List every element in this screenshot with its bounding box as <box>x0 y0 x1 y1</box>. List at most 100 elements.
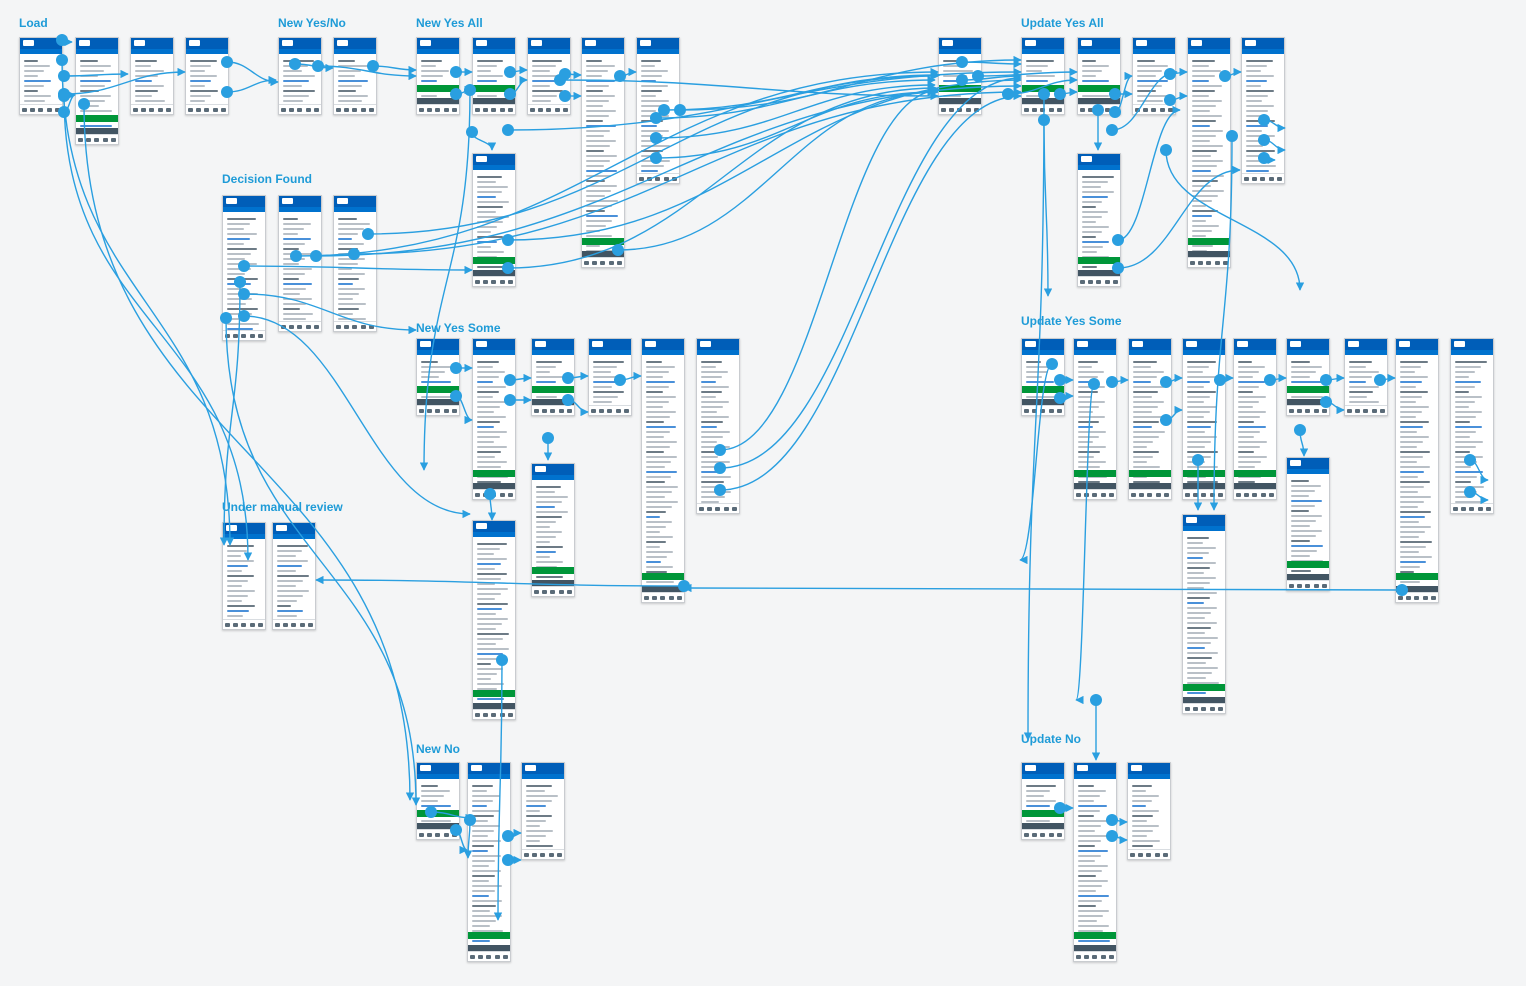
app-screen-thumbnail[interactable] <box>472 520 516 720</box>
tab-icon[interactable] <box>77 137 83 142</box>
tab-icon[interactable] <box>1164 492 1170 497</box>
tab-icon[interactable] <box>1048 107 1054 112</box>
tab-icon[interactable] <box>1214 260 1220 265</box>
tab-icon[interactable] <box>723 506 729 511</box>
tab-icon[interactable] <box>1288 583 1294 588</box>
app-screen-thumbnail[interactable] <box>1073 762 1117 962</box>
tab-icon[interactable] <box>474 712 480 717</box>
tab-icon[interactable] <box>1380 408 1386 413</box>
tab-icon[interactable] <box>1363 408 1369 413</box>
app-screen-thumbnail[interactable] <box>1395 338 1439 603</box>
bottom-tab-bar[interactable] <box>1074 951 1116 961</box>
tab-icon[interactable] <box>474 107 480 112</box>
tab-icon[interactable] <box>563 107 569 112</box>
tab-icon[interactable] <box>1355 408 1361 413</box>
hotspot-marker[interactable] <box>956 74 968 86</box>
tab-icon[interactable] <box>1184 492 1190 497</box>
app-screen-thumbnail[interactable] <box>130 37 174 115</box>
tab-icon[interactable] <box>435 832 441 837</box>
bottom-tab-bar[interactable] <box>417 405 459 415</box>
hotspot-marker[interactable] <box>1258 134 1270 146</box>
hotspot-marker[interactable] <box>504 88 516 100</box>
tab-icon[interactable] <box>289 324 295 329</box>
tab-icon[interactable] <box>1048 408 1054 413</box>
tab-icon[interactable] <box>469 954 475 959</box>
hotspot-marker[interactable] <box>956 56 968 68</box>
bottom-tab-bar[interactable] <box>334 104 376 114</box>
tab-icon[interactable] <box>249 333 255 338</box>
hotspot-marker[interactable] <box>1226 130 1238 142</box>
tab-icon[interactable] <box>1075 492 1081 497</box>
app-screen-thumbnail[interactable] <box>1073 338 1117 500</box>
tab-icon[interactable] <box>546 107 552 112</box>
tab-icon[interactable] <box>1252 176 1258 181</box>
bottom-tab-bar[interactable] <box>1451 503 1493 513</box>
tab-icon[interactable] <box>435 408 441 413</box>
tab-icon[interactable] <box>1305 583 1311 588</box>
hotspot-marker[interactable] <box>1106 124 1118 136</box>
tab-icon[interactable] <box>499 492 505 497</box>
tab-icon[interactable] <box>224 333 230 338</box>
tab-icon[interactable] <box>308 622 314 627</box>
tab-icon[interactable] <box>204 107 210 112</box>
hotspot-marker[interactable] <box>559 90 571 102</box>
tab-icon[interactable] <box>289 107 295 112</box>
bottom-tab-bar[interactable] <box>1078 276 1120 286</box>
tab-icon[interactable] <box>542 589 548 594</box>
tab-icon[interactable] <box>297 107 303 112</box>
hotspot-marker[interactable] <box>1112 234 1124 246</box>
tab-icon[interactable] <box>1040 408 1046 413</box>
tab-icon[interactable] <box>1032 107 1038 112</box>
tab-icon[interactable] <box>1260 176 1266 181</box>
tab-icon[interactable] <box>196 107 202 112</box>
tab-icon[interactable] <box>1096 279 1102 284</box>
bottom-tab-bar[interactable] <box>582 257 624 267</box>
tab-icon[interactable] <box>715 506 721 511</box>
hotspot-marker[interactable] <box>502 854 514 866</box>
hotspot-marker[interactable] <box>1054 88 1066 100</box>
tab-icon[interactable] <box>1406 595 1412 600</box>
hotspot-marker[interactable] <box>1038 88 1050 100</box>
tab-icon[interactable] <box>499 279 505 284</box>
tab-icon[interactable] <box>957 107 963 112</box>
tab-icon[interactable] <box>21 107 27 112</box>
tab-icon[interactable] <box>1322 408 1328 413</box>
tab-icon[interactable] <box>1201 492 1207 497</box>
tab-icon[interactable] <box>1168 107 1174 112</box>
hotspot-marker[interactable] <box>450 390 462 402</box>
hotspot-marker[interactable] <box>678 580 690 592</box>
tab-icon[interactable] <box>508 279 514 284</box>
tab-icon[interactable] <box>86 137 92 142</box>
tab-icon[interactable] <box>1100 492 1106 497</box>
tab-icon[interactable] <box>224 622 230 627</box>
bottom-tab-bar[interactable] <box>642 592 684 602</box>
tab-icon[interactable] <box>1138 852 1144 857</box>
tab-icon[interactable] <box>533 408 539 413</box>
tab-icon[interactable] <box>508 712 514 717</box>
bottom-tab-bar[interactable] <box>223 619 265 629</box>
app-screen-thumbnail[interactable] <box>1182 514 1226 714</box>
tab-icon[interactable] <box>299 622 305 627</box>
tab-icon[interactable] <box>1243 176 1249 181</box>
tab-icon[interactable] <box>508 492 514 497</box>
tab-icon[interactable] <box>1104 107 1110 112</box>
tab-icon[interactable] <box>1092 954 1098 959</box>
hotspot-marker[interactable] <box>496 654 508 666</box>
hotspot-marker[interactable] <box>312 60 324 72</box>
hotspot-marker[interactable] <box>1294 424 1306 436</box>
hotspot-marker[interactable] <box>554 74 566 86</box>
tab-icon[interactable] <box>280 107 286 112</box>
bottom-tab-bar[interactable] <box>1287 580 1329 590</box>
tab-icon[interactable] <box>1461 506 1467 511</box>
hotspot-marker[interactable] <box>450 66 462 78</box>
bottom-tab-bar[interactable] <box>697 503 739 513</box>
tab-icon[interactable] <box>283 622 289 627</box>
hotspot-marker[interactable] <box>367 60 379 72</box>
tab-icon[interactable] <box>503 954 509 959</box>
tab-icon[interactable] <box>1277 176 1283 181</box>
hotspot-marker[interactable] <box>1214 374 1226 386</box>
tab-icon[interactable] <box>508 107 514 112</box>
tab-icon[interactable] <box>314 324 320 329</box>
tab-icon[interactable] <box>483 279 489 284</box>
tab-icon[interactable] <box>486 954 492 959</box>
